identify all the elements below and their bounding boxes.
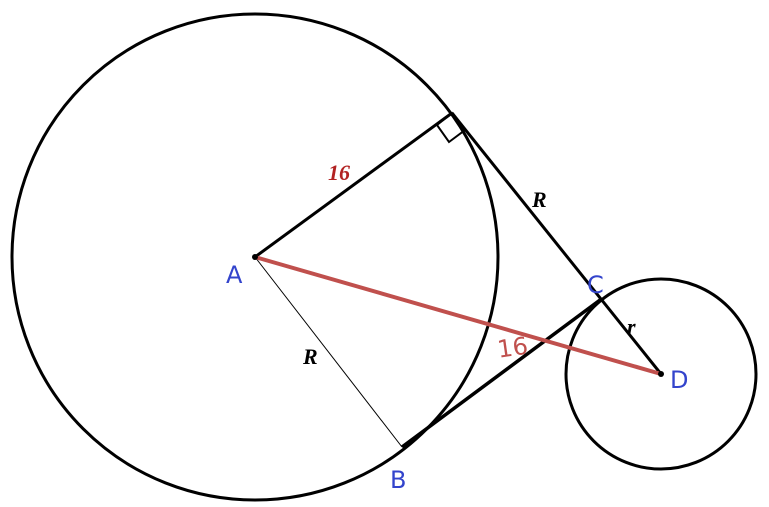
label-R-tangent: R [531,187,547,212]
point-d-dot [658,371,664,377]
point-label-a: A [226,261,243,289]
radius-a-to-b [254,256,403,448]
small-circle [564,277,758,471]
point-label-d: D [670,366,688,394]
large-circle [10,12,500,502]
tangent-b-to-c [400,298,602,449]
point-label-b: B [390,466,406,494]
segment-tangent-to-d [450,112,663,375]
label-R-ab: R [302,344,318,369]
label-ad-16: 16 [496,332,530,364]
label-radius-16: 16 [328,160,350,185]
label-r-small: r [627,314,636,339]
point-a-dot [252,254,258,260]
segment-a-to-d [254,255,662,376]
right-angle-marker [435,111,467,144]
point-label-c: C [587,271,604,299]
radius-a-to-tangent [254,111,453,259]
